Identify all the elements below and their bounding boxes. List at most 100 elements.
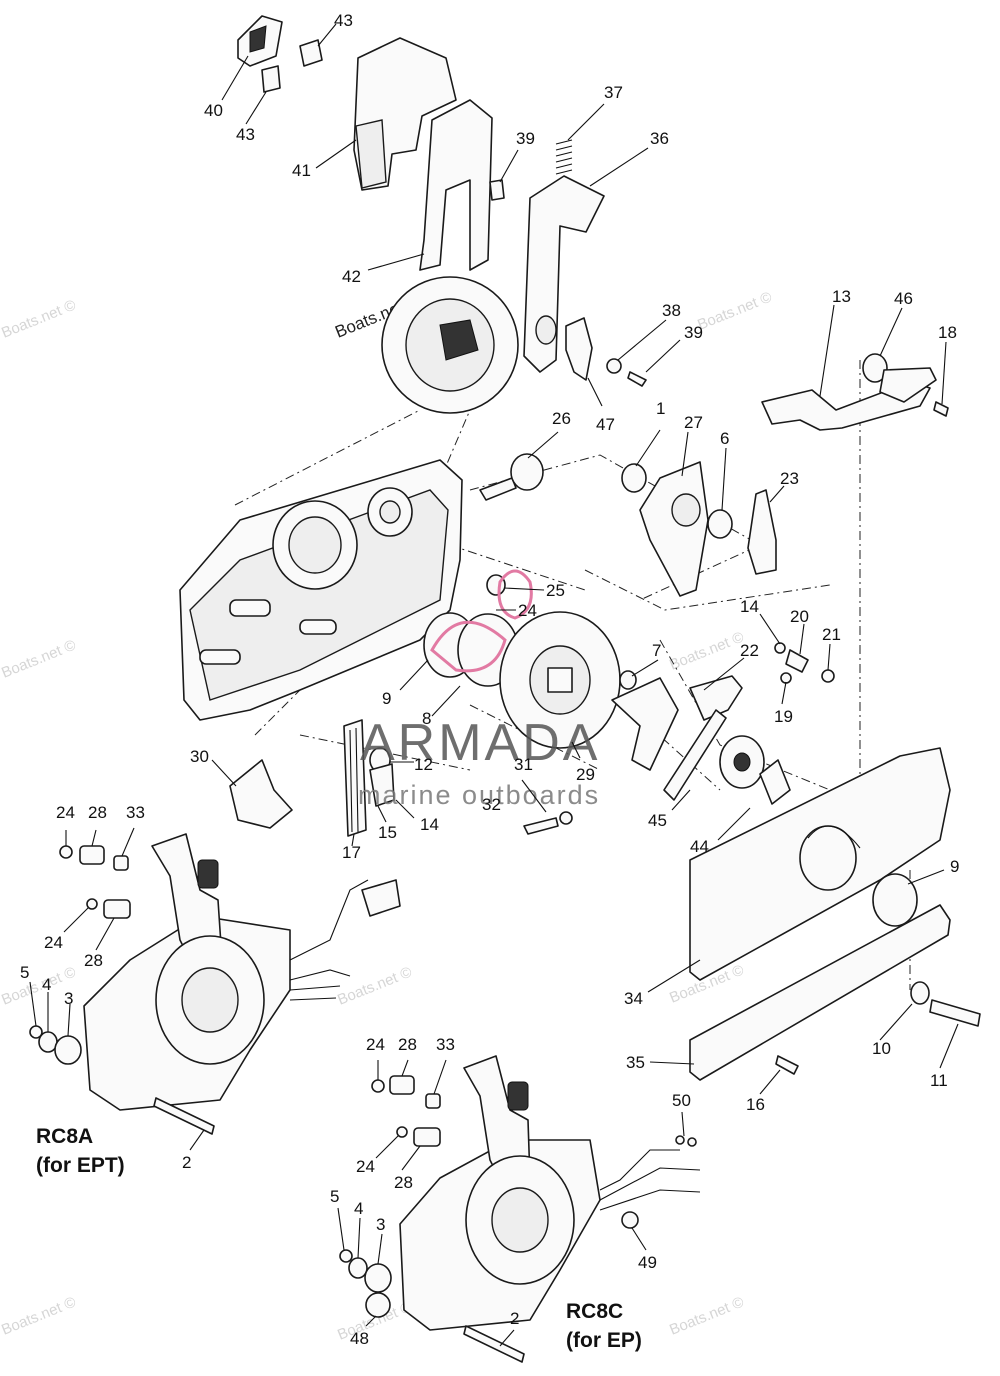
screw [489, 179, 505, 201]
callout-33: 33 [126, 803, 145, 822]
pad-part [261, 65, 281, 93]
callout-3: 3 [64, 989, 73, 1008]
bushing [862, 353, 888, 383]
callout-28: 28 [88, 803, 107, 822]
callout-30: 30 [190, 747, 209, 766]
callout-38: 38 [662, 301, 681, 320]
rc8c-remote-control [339, 1055, 701, 1363]
guide-bracket [229, 759, 293, 829]
connector [621, 1211, 639, 1229]
rc8c-model-note: (for EP) [566, 1329, 642, 1352]
shift-link [611, 677, 679, 771]
watermark-text: Boats.net © [0, 296, 78, 341]
oil-seal [872, 873, 918, 927]
block [389, 1075, 415, 1095]
callout-29: 29 [576, 765, 595, 784]
bolt [929, 999, 981, 1027]
callout-24: 24 [356, 1157, 375, 1176]
brand-logo-mark [497, 569, 533, 620]
callout-33: 33 [436, 1035, 455, 1054]
callout-44: 44 [690, 837, 709, 856]
friction-block [343, 719, 367, 837]
leader-lines [29, 23, 959, 1347]
callout-34: 34 [624, 989, 643, 1008]
callout-2: 2 [510, 1309, 519, 1328]
callout-39: 39 [684, 323, 703, 342]
nut [687, 1137, 697, 1147]
callout-31: 31 [514, 755, 533, 774]
washer [339, 1249, 353, 1263]
lever-arm [523, 175, 605, 373]
callout-7: 7 [652, 641, 661, 660]
callout-12: 12 [414, 755, 433, 774]
shaft [479, 477, 517, 501]
callout-23: 23 [780, 469, 799, 488]
rod [663, 709, 727, 801]
callout-45: 45 [648, 811, 667, 830]
callout-14: 14 [740, 597, 759, 616]
brand-logo-text: ARMADA [360, 714, 600, 772]
washer [910, 981, 930, 1005]
callout-24: 24 [518, 601, 537, 620]
callout-43: 43 [334, 11, 353, 30]
block [79, 845, 105, 865]
pin [619, 670, 637, 690]
callout-39: 39 [516, 129, 535, 148]
callout-46: 46 [894, 289, 913, 308]
bracket [369, 763, 395, 807]
callout-3: 3 [376, 1215, 385, 1234]
link-arm [689, 675, 743, 721]
callout-4: 4 [354, 1199, 363, 1218]
nut [113, 855, 129, 871]
nut [59, 845, 73, 859]
rc8a-remote-control [29, 833, 401, 1135]
callout-11: 11 [930, 1071, 948, 1090]
callout-10: 10 [872, 1039, 891, 1058]
callout-36: 36 [650, 129, 669, 148]
block [413, 1127, 441, 1147]
callout-17: 17 [342, 843, 361, 862]
callout-28: 28 [394, 1173, 413, 1192]
callout-9: 9 [382, 689, 391, 708]
watermark-text: Boats.net © [667, 1293, 746, 1338]
rc8a-model-note: (for EPT) [36, 1154, 125, 1177]
nut [396, 1126, 408, 1138]
nut [425, 1093, 441, 1109]
callout-47: 47 [596, 415, 615, 434]
control-housing [179, 459, 463, 721]
spring [555, 139, 573, 175]
callout-41: 41 [292, 161, 311, 180]
handle-arm [419, 99, 493, 271]
callout-2: 2 [182, 1153, 191, 1172]
washer [606, 358, 622, 374]
callout-50: 50 [672, 1091, 691, 1110]
brand-logo-tagline: marine outboards [358, 780, 600, 810]
callout-24: 24 [366, 1035, 385, 1054]
block [103, 899, 131, 919]
pad-part [299, 39, 323, 67]
screw [775, 1055, 799, 1075]
rc8c-model-label: RC8C [566, 1300, 623, 1323]
watermark-text: Boats.net © [695, 288, 774, 333]
watermark-text: Boats.net © [335, 963, 414, 1008]
callout-27: 27 [684, 413, 703, 432]
callout-26: 26 [552, 409, 571, 428]
callout-43: 43 [236, 125, 255, 144]
washer [348, 1257, 368, 1279]
plug [365, 1292, 391, 1318]
callout-15: 15 [378, 823, 397, 842]
spring-clip [785, 649, 809, 673]
washer [780, 672, 792, 684]
mounting-plates [689, 747, 981, 1081]
callout-22: 22 [740, 641, 759, 660]
bushing [364, 1263, 392, 1293]
callout-4: 4 [42, 975, 51, 994]
detent-lever [747, 489, 777, 575]
nut [371, 1079, 385, 1093]
callout-14: 14 [420, 815, 439, 834]
washer [774, 642, 786, 654]
lock-plate [565, 317, 593, 381]
screw [933, 401, 949, 417]
callout-19: 19 [774, 707, 793, 726]
